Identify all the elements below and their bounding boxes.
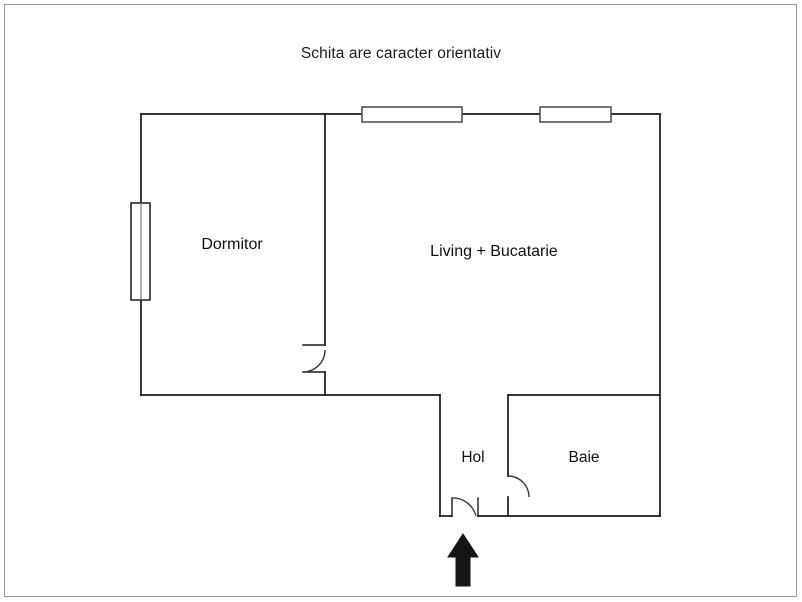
entrance-arrow xyxy=(447,533,479,587)
baie-door-icon xyxy=(507,475,530,498)
room-label-dormitor: Dormitor xyxy=(201,236,263,253)
wall-group xyxy=(140,113,661,517)
dormitor-door-icon xyxy=(302,349,326,373)
window-group xyxy=(130,106,612,301)
room-label-living: Living + Bucatarie xyxy=(430,243,558,260)
door-group xyxy=(302,349,530,517)
living-window-left-icon xyxy=(361,106,463,123)
room-label-baie: Baie xyxy=(568,449,600,466)
page-title: Schita are caracter orientativ xyxy=(300,45,502,62)
room-label-hol: Hol xyxy=(461,449,485,466)
entrance-door-icon xyxy=(451,497,477,517)
living-window-right-icon xyxy=(539,106,612,123)
